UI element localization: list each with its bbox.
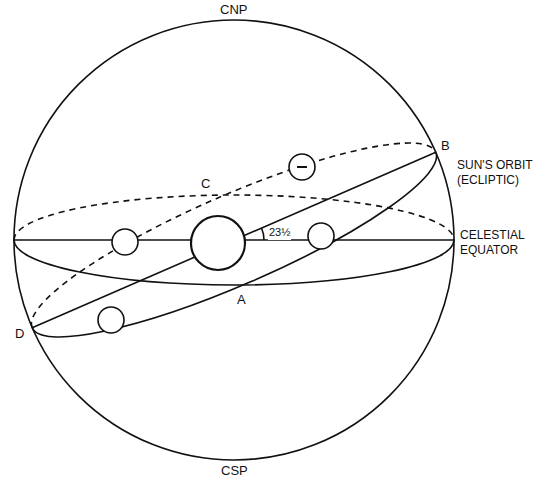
dash-mark [297, 166, 307, 168]
sun-position [308, 223, 334, 249]
sun-position [98, 307, 124, 333]
pole-label: CNP [220, 2, 247, 18]
point-label: C [200, 176, 211, 192]
equator-label: CELESTIAL EQUATOR [460, 228, 534, 258]
ecliptic-back-arc [31, 143, 435, 328]
sun-position [112, 229, 138, 255]
point-label: A [236, 292, 247, 308]
sun-position [289, 154, 315, 180]
pole-label: CSP [221, 463, 248, 479]
orbit-label: SUN'S ORBIT (ECLIPTIC) [457, 158, 535, 188]
ecliptic-diameter [32, 152, 436, 327]
earth-circle [191, 216, 245, 270]
point-label: D [15, 326, 24, 342]
angle-label: 23½ [268, 226, 291, 240]
point-label: B [441, 138, 450, 154]
ecliptic-front-arc [32, 152, 436, 337]
sphere-outline [14, 20, 454, 460]
angle-arc [262, 228, 265, 240]
